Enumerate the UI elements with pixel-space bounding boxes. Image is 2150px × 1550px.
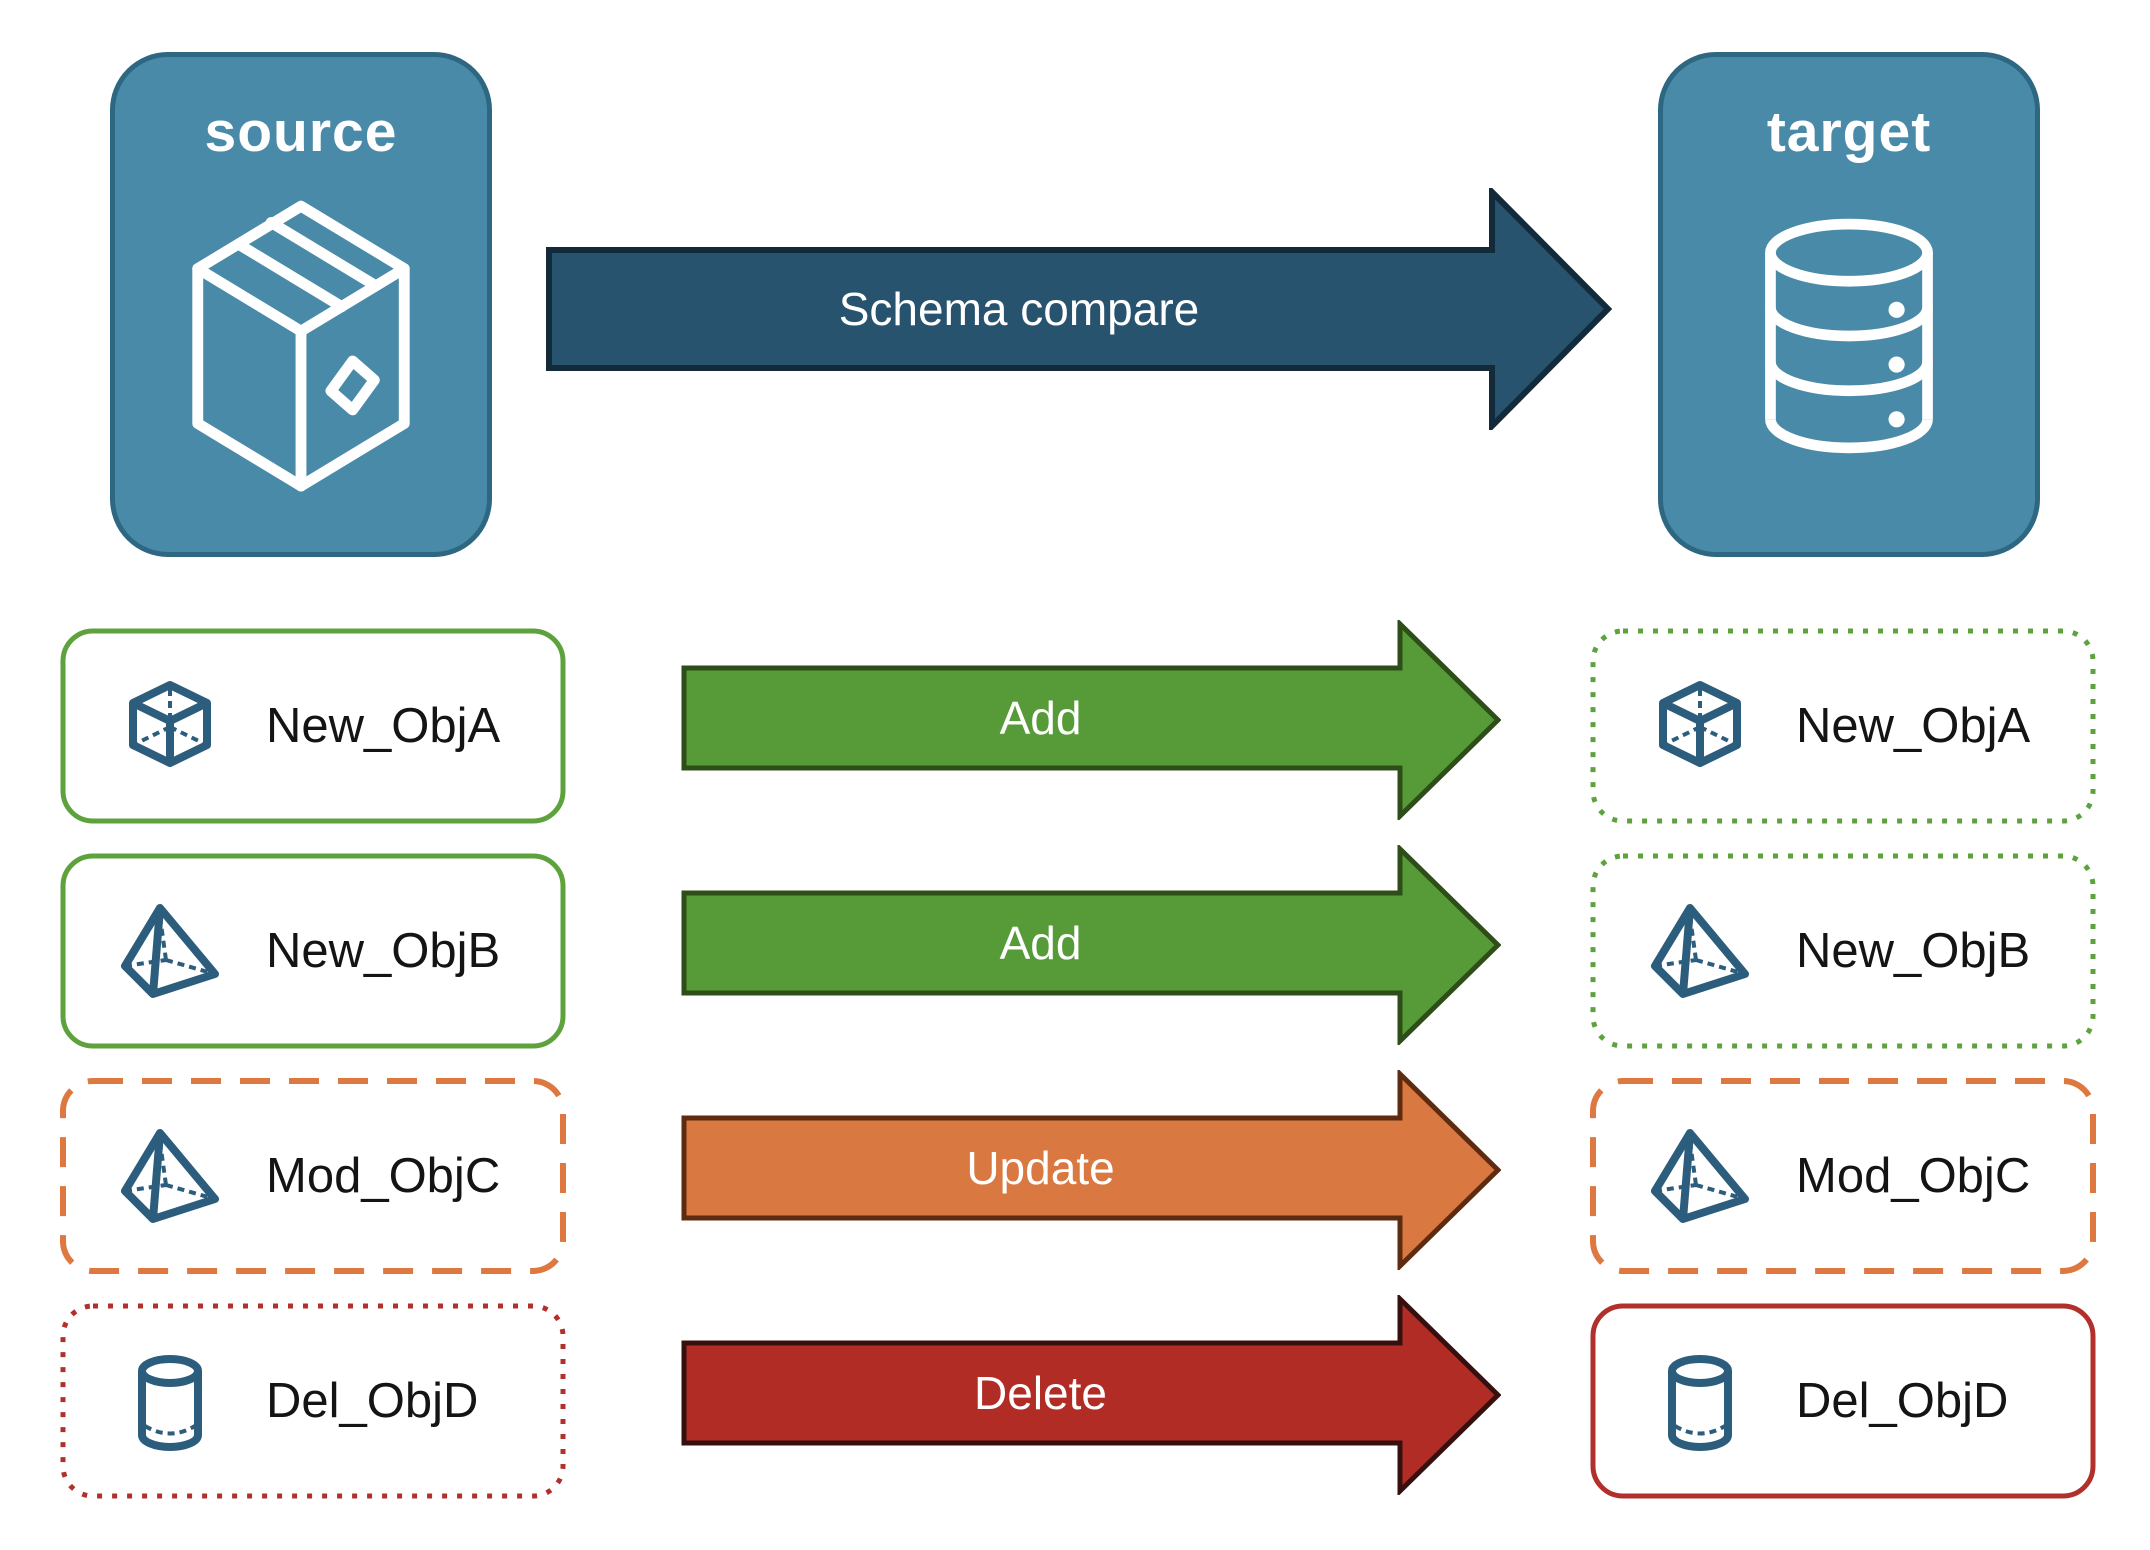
object-label: Del_ObjD — [266, 1374, 479, 1428]
cube-icon — [120, 676, 220, 776]
source-object-box-new-objb: New_ObjB — [60, 853, 566, 1049]
add-arrow-shape — [681, 845, 1501, 1045]
target-node: target — [1658, 52, 2040, 557]
target-title: target — [1766, 100, 1932, 164]
box-border — [1590, 628, 2096, 824]
update-arrow-row-3: Update — [681, 1070, 1501, 1270]
box-border — [1590, 1303, 2096, 1499]
object-label: Mod_ObjC — [266, 1149, 501, 1203]
object-label: Mod_ObjC — [1796, 1149, 2031, 1203]
source-object-box-del-objd: Del_ObjD — [60, 1303, 566, 1499]
action-label: Delete — [974, 1367, 1107, 1419]
pyramid-icon — [1650, 1126, 1750, 1226]
database-icon — [1730, 205, 1968, 467]
box-border — [60, 628, 566, 824]
object-label: New_ObjA — [1796, 699, 2031, 753]
source-object-box-mod-objc: Mod_ObjC — [60, 1078, 566, 1274]
pyramid-icon — [120, 901, 220, 1001]
add-arrow-row-2: Add — [681, 845, 1501, 1045]
schema-compare-arrow: Schema compare — [546, 188, 1612, 430]
schema-compare-arrow-shape — [546, 188, 1612, 430]
add-arrow-row-1: Add — [681, 620, 1501, 820]
box-border — [60, 853, 566, 1049]
object-label: New_ObjA — [266, 699, 501, 753]
box-border — [60, 1078, 566, 1274]
cube-icon — [1650, 676, 1750, 776]
box-border — [1590, 853, 2096, 1049]
source-title: source — [204, 100, 398, 164]
source-object-box-new-obja: New_ObjA — [60, 628, 566, 824]
delete-arrow-shape — [681, 1295, 1501, 1495]
box-border — [60, 1303, 566, 1499]
target-object-box-del-objd: Del_ObjD — [1590, 1303, 2096, 1499]
object-label: New_ObjB — [266, 924, 501, 978]
object-label: Del_ObjD — [1796, 1374, 2009, 1428]
update-arrow-shape — [681, 1070, 1501, 1270]
schema-compare-label: Schema compare — [838, 283, 1200, 335]
add-arrow-shape — [681, 620, 1501, 820]
package-icon — [165, 179, 437, 505]
pyramid-icon — [1650, 901, 1750, 1001]
target-object-box-new-objb: New_ObjB — [1590, 853, 2096, 1049]
action-label: Add — [999, 692, 1082, 744]
target-object-box-mod-objc: Mod_ObjC — [1590, 1078, 2096, 1274]
cylinder-icon — [120, 1351, 220, 1451]
box-border — [1590, 1078, 2096, 1274]
cylinder-icon — [1650, 1351, 1750, 1451]
source-node: source — [110, 52, 492, 557]
delete-arrow-row-4: Delete — [681, 1295, 1501, 1495]
pyramid-icon — [120, 1126, 220, 1226]
target-object-box-new-obja: New_ObjA — [1590, 628, 2096, 824]
object-label: New_ObjB — [1796, 924, 2031, 978]
action-label: Add — [999, 917, 1082, 969]
action-label: Update — [966, 1142, 1115, 1194]
